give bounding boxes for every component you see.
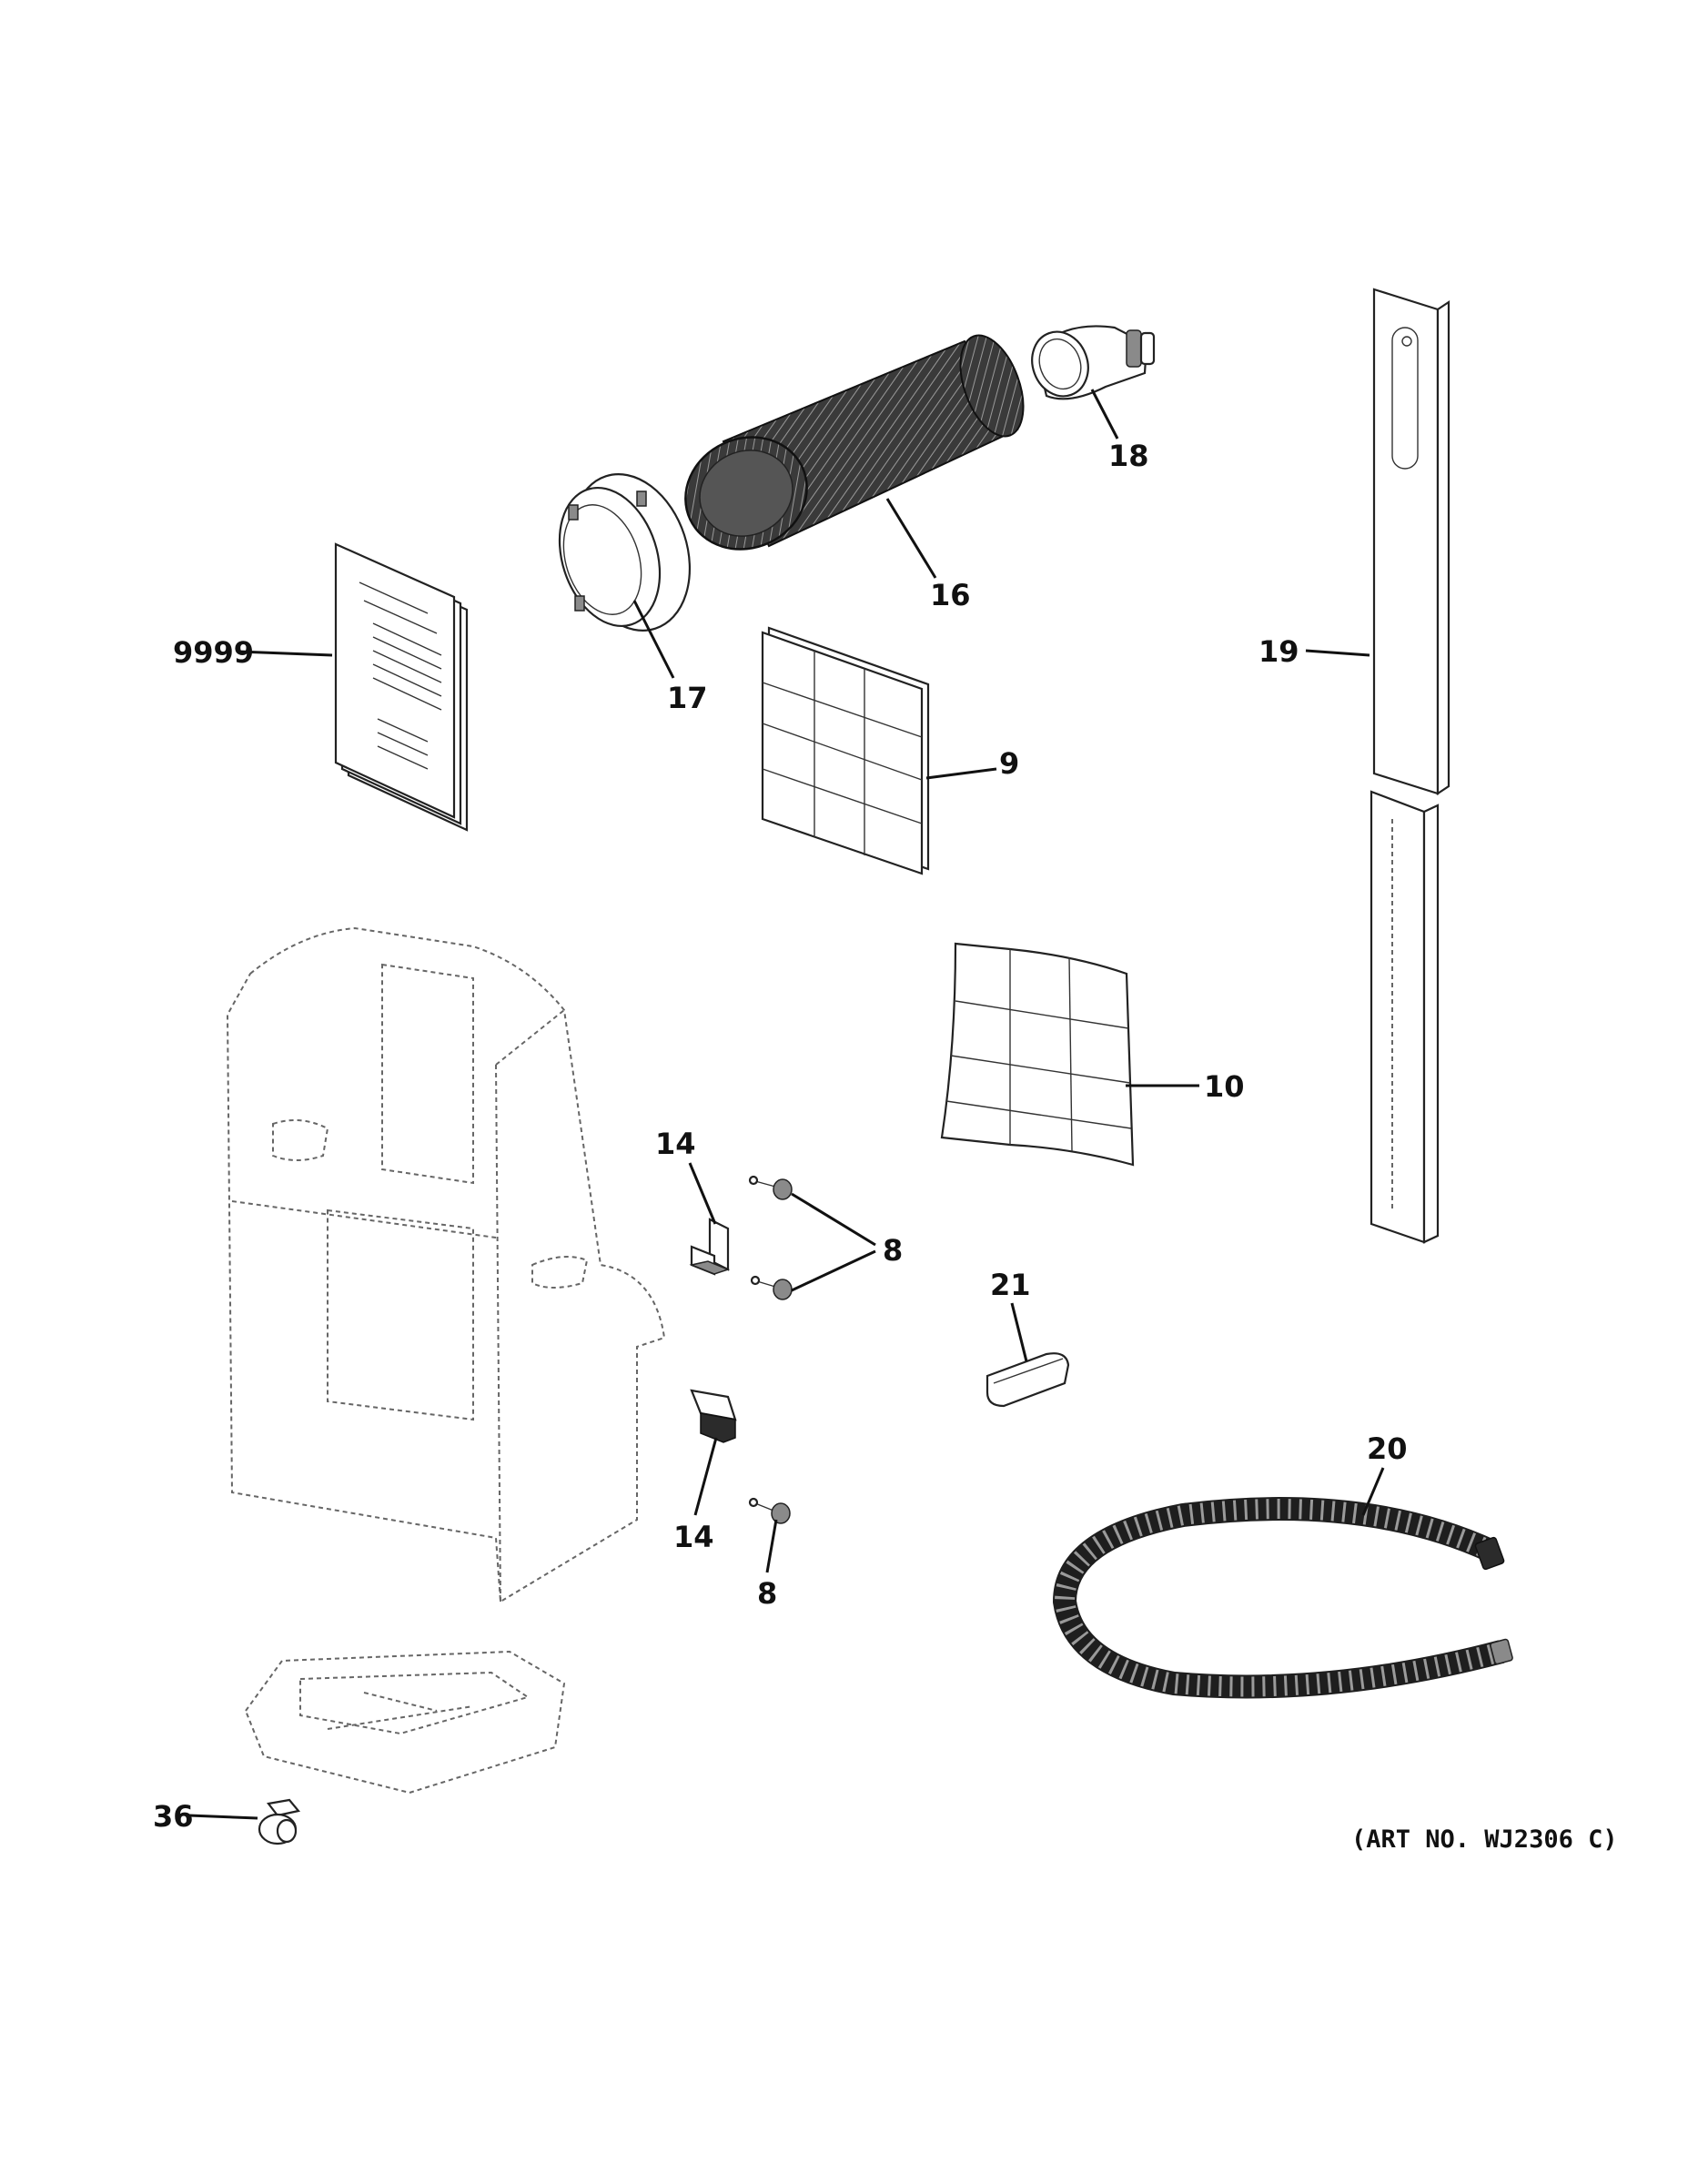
- manual-booklet: [334, 542, 469, 832]
- leader-14-lower: [693, 1437, 718, 1516]
- screw-lower: [748, 1497, 791, 1524]
- leader-8-middle: [791, 1249, 876, 1292]
- art-number: (ART NO. WJ2306 C): [1351, 1825, 1618, 1854]
- leader-9: [925, 767, 997, 780]
- hose-ring-adapter: [558, 473, 692, 632]
- leader-14-upper: [688, 1162, 717, 1225]
- leader-17: [632, 600, 675, 679]
- foam-block: [986, 1352, 1070, 1408]
- leader-8-upper: [791, 1192, 876, 1247]
- mounting-bracket-lower: [690, 1389, 737, 1443]
- callout-8-upper: 8: [883, 1233, 903, 1268]
- screw-upper: [748, 1175, 793, 1200]
- leader-19: [1305, 649, 1370, 657]
- callout-20: 20: [1367, 1431, 1408, 1466]
- leader-8-lower: [765, 1519, 778, 1573]
- callout-9999: 9999: [173, 635, 254, 670]
- callout-21: 21: [990, 1268, 1031, 1302]
- callout-14-lower: 14: [673, 1520, 714, 1554]
- cabinet-outline: [226, 926, 666, 1603]
- drain-hose: [1052, 1497, 1513, 1699]
- leader-16: [885, 498, 937, 579]
- window-slider-panels: [1370, 288, 1450, 1244]
- leader-21: [1010, 1302, 1028, 1362]
- screw-middle: [750, 1275, 793, 1300]
- leader-18: [1090, 389, 1119, 440]
- callout-17: 17: [667, 681, 708, 715]
- callout-8-lower: 8: [757, 1576, 777, 1611]
- callout-14-upper: 14: [655, 1127, 696, 1161]
- callout-19: 19: [1258, 634, 1299, 669]
- air-filter: [940, 942, 1135, 1167]
- callout-18: 18: [1108, 439, 1149, 473]
- leader-20: [1361, 1467, 1385, 1516]
- callout-36: 36: [153, 1799, 194, 1834]
- hose-connector: [1031, 325, 1156, 400]
- exhaust-hose: [684, 334, 1025, 551]
- base-pan: [244, 1650, 566, 1795]
- callout-16: 16: [930, 578, 971, 612]
- leader-lines: [188, 389, 1385, 1820]
- callout-10: 10: [1204, 1069, 1245, 1104]
- leader-36: [188, 1814, 258, 1820]
- caster-wheel: [258, 1798, 301, 1845]
- leader-9999: [238, 650, 333, 657]
- mounting-bracket-upper: [689, 1218, 731, 1276]
- grille-filter: [761, 626, 930, 875]
- callout-9: 9: [999, 746, 1019, 781]
